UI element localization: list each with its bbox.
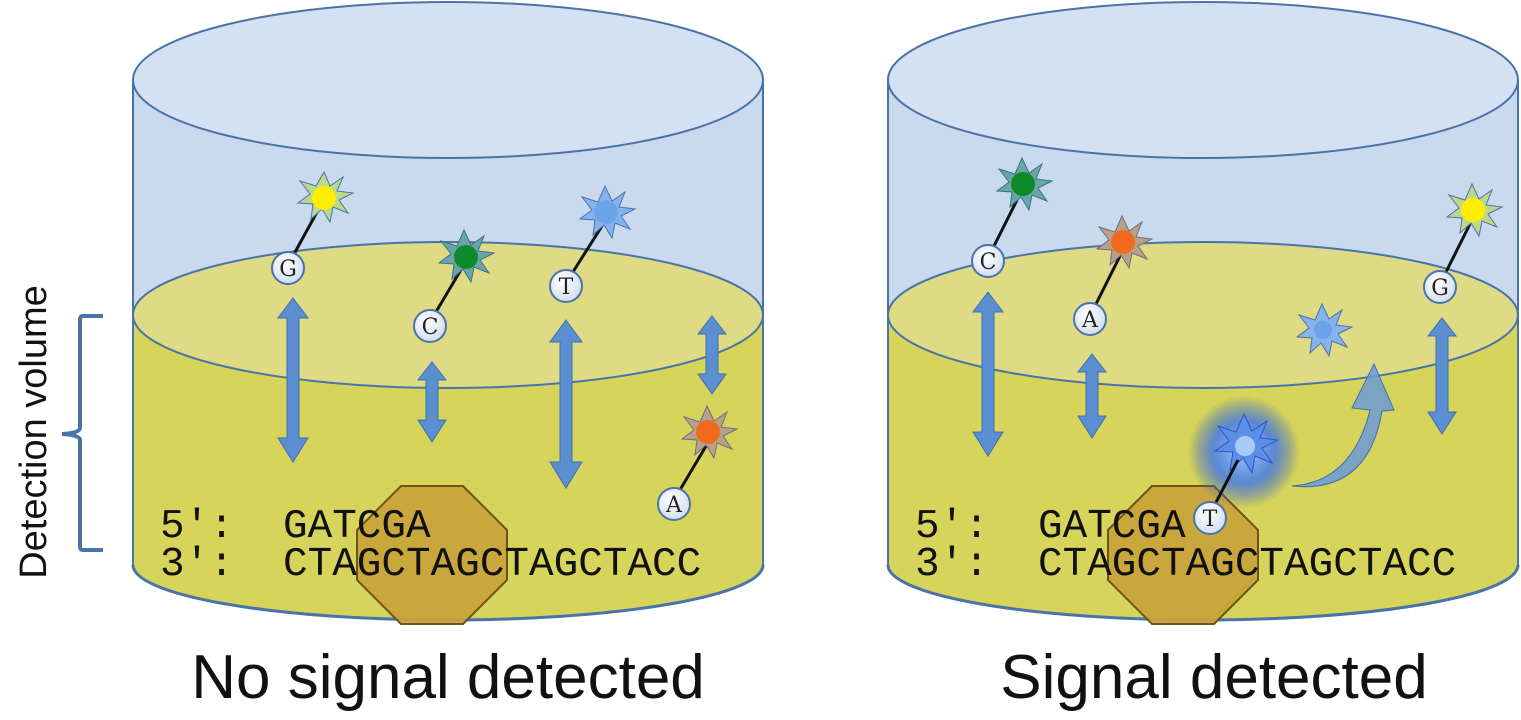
- nucleotide-c: C: [971, 156, 1054, 278]
- strand-5-sequence: GATCGA: [283, 504, 431, 550]
- diffusion-arrow: [277, 297, 309, 463]
- well-signal: 5′: GATCGA 3′: CTAGCTAGCTAGCTACC C A: [886, 1, 1520, 625]
- nucleotide-t: T: [549, 184, 637, 303]
- nucleotide-c: C: [413, 228, 496, 343]
- detection-volume-bracket: [61, 314, 103, 552]
- diffusion-arrow: [972, 291, 1004, 457]
- strand-3-label: 3′:: [915, 542, 989, 588]
- diffusion-arrow: [1076, 353, 1108, 439]
- diffusion-arrow: [696, 315, 728, 395]
- strand-3-sequence: CTAGCTAGCTAGCTACC: [1038, 542, 1456, 588]
- svg-text:T: T: [559, 275, 574, 300]
- strand-3-sequence: CTAGCTAGCTAGCTACC: [283, 542, 701, 588]
- strand-5-label: 5′:: [915, 504, 989, 550]
- well-no-signal: 5′: GATCGA 3′: CTAGCTAGCTAGCTACC G: [131, 1, 765, 625]
- polymerase-octagon: [356, 485, 508, 625]
- caption-signal: Signal detected: [1000, 643, 1427, 712]
- diffusion-arrow: [549, 319, 583, 489]
- svg-text:C: C: [980, 250, 997, 275]
- release-arrow: [1291, 362, 1395, 488]
- svg-text:G: G: [1431, 276, 1449, 301]
- svg-text:C: C: [422, 315, 439, 340]
- detection-volume-label: Detection volume: [13, 285, 55, 579]
- nucleotide-a: A: [657, 404, 739, 521]
- svg-text:T: T: [1203, 507, 1218, 532]
- svg-text:A: A: [665, 493, 683, 518]
- nucleotide-g: G: [1423, 182, 1504, 304]
- svg-text:G: G: [279, 257, 297, 282]
- well-top-rim: [887, 1, 1519, 159]
- diffusion-arrow: [1426, 317, 1458, 435]
- strand-5-sequence: GATCGA: [1038, 504, 1186, 550]
- caption-no-signal: No signal detected: [191, 643, 705, 712]
- nucleotide-g: G: [271, 170, 355, 285]
- strand-5-label: 5′:: [160, 504, 234, 550]
- well-top-rim: [132, 1, 764, 159]
- nucleotide-a: A: [1073, 214, 1154, 336]
- nucleotide-t-incorporated: T: [1188, 396, 1300, 535]
- diffusion-arrow: [416, 361, 448, 443]
- svg-text:A: A: [1081, 308, 1099, 333]
- strand-3-label: 3′:: [160, 542, 234, 588]
